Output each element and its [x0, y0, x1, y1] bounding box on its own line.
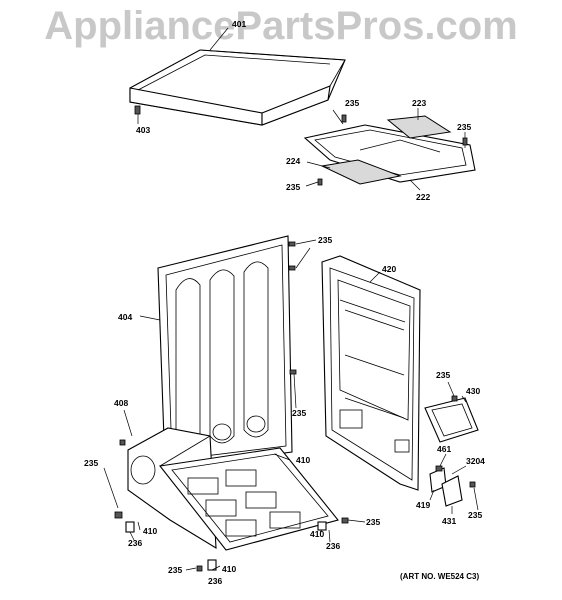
base-pan-part[interactable]	[127, 427, 339, 551]
callout-419: 419	[416, 500, 430, 510]
callout-408: 408	[114, 398, 128, 408]
callout-222: 222	[416, 192, 430, 202]
callout-431: 431	[442, 516, 456, 526]
callout-235: 235	[366, 517, 380, 527]
callout-430: 430	[466, 386, 480, 396]
callout-235: 235	[468, 510, 482, 520]
callout-235: 235	[292, 408, 306, 418]
callout-410: 410	[296, 455, 310, 465]
bracket-419[interactable]	[429, 465, 476, 507]
callout-403: 403	[136, 125, 150, 135]
callout-235: 235	[457, 122, 471, 132]
callout-224: 224	[286, 156, 300, 166]
callout-461: 461	[437, 444, 451, 454]
screw-403	[134, 105, 141, 115]
callout-235: 235	[345, 98, 359, 108]
callout-404: 404	[118, 312, 132, 322]
callout-235: 235	[168, 565, 182, 575]
front-panel-part[interactable]	[321, 255, 421, 491]
callout-236: 236	[208, 576, 222, 586]
callout-401: 401	[232, 19, 246, 29]
lint-cover-part[interactable]	[424, 397, 479, 443]
screw-235-lint	[451, 395, 458, 402]
callout-223: 223	[412, 98, 426, 108]
callout-3204: 3204	[466, 456, 485, 466]
screw-235-top	[317, 114, 468, 186]
top-frame-part[interactable]	[303, 124, 476, 183]
screw-235-base	[119, 439, 349, 572]
callout-236: 236	[326, 541, 340, 551]
callout-420: 420	[382, 264, 396, 274]
callout-235: 235	[286, 182, 300, 192]
top-cover-part[interactable]	[129, 49, 346, 126]
callout-235: 235	[84, 458, 98, 468]
rear-panel-part[interactable]	[157, 235, 293, 469]
callout-235: 235	[436, 370, 450, 380]
callout-236: 236	[128, 538, 142, 548]
screw-235-rear	[288, 241, 297, 375]
callout-410: 410	[222, 564, 236, 574]
callout-410: 410	[310, 529, 324, 539]
insulation-pad-223	[386, 115, 452, 139]
insulation-pad-224	[320, 159, 402, 185]
callout-235: 235	[318, 235, 332, 245]
callout-410: 410	[143, 526, 157, 536]
watermark-logo: AppliancePartsPros.com	[44, 4, 518, 48]
art-number: (ART NO. WE524 C3)	[400, 572, 479, 581]
